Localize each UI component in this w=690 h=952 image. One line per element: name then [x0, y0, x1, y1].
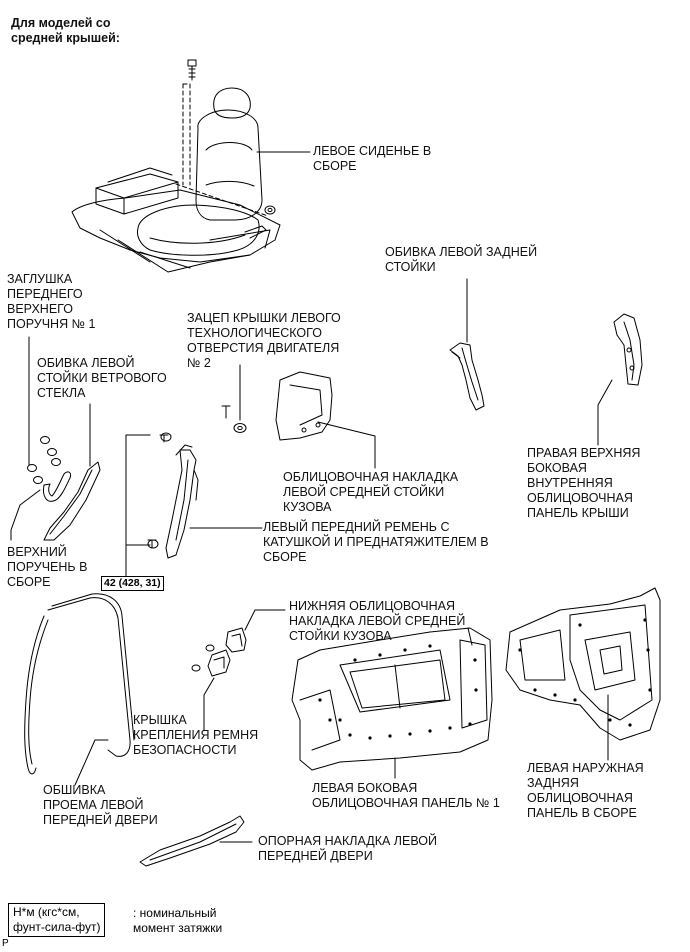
label-belt-cover: КРЫШКА КРЕПЛЕНИЯ РЕМНЯ БЕЗОПАСНОСТИ [133, 713, 259, 757]
leader-center-pillar-upper [317, 421, 376, 469]
torque-bracket [125, 434, 151, 578]
legend-unit-box: Н*м (кгс*см, фунт-сила-фут) [8, 903, 106, 937]
leader-door-weatherstrip [74, 739, 109, 786]
label-seat: ЛЕВОЕ СИДЕНЬЕ В СБОРЕ [313, 144, 432, 173]
label-rear-outer-panel: ЛЕВАЯ НАРУЖНАЯ ЗАДНЯЯ ОБЛИЦОВОЧНАЯ ПАНЕЛ… [527, 761, 644, 820]
label-grip-plug: ЗАГЛУШКА ПЕРЕДНЕГО ВЕРХНЕГО ПОРУЧНЯ № 1 [7, 272, 96, 331]
leader-center-pillar-lower [244, 609, 286, 631]
leader-belt-cover [203, 677, 215, 731]
label-center-pillar-upper: ОБЛИЦОВОЧНАЯ НАКЛАДКА ЛЕВОЙ СРЕДНЕЙ СТОЙ… [283, 470, 459, 514]
engine-hook-drawing [221, 405, 247, 433]
label-windshield-pillar: ОБИВКА ЛЕВОЙ СТОЙКИ ВЕТРОВОГО СТЕКЛА [37, 356, 167, 400]
page-title: Для моделей со средней крышей: [11, 16, 120, 45]
label-side-panel-1: ЛЕВАЯ БОКОВАЯ ОБЛИЦОВОЧНАЯ ПАНЕЛЬ № 1 [312, 781, 500, 810]
side-panel-1-drawing [291, 627, 493, 771]
legend-description: : номинальный момент затяжки [133, 906, 223, 935]
label-center-pillar-lower: НИЖНЯЯ ОБЛИЦОВОЧНАЯ НАКЛАДКА ЛЕВОЙ СРЕДН… [289, 599, 466, 643]
label-assist-grip: ВЕРХНИЙ ПОРУЧЕНЬ В СБОРЕ [7, 545, 88, 589]
rear-outer-panel-drawing [505, 587, 661, 741]
seat-belt-drawing [147, 432, 199, 559]
windshield-pillar-trim-drawing [43, 461, 101, 541]
assist-grip-drawing [43, 471, 71, 502]
door-weatherstrip-drawing [24, 593, 135, 775]
label-right-roof-panel: ПРАВАЯ ВЕРХНЯЯ БОКОВАЯ ВНУТРЕННЯЯ ОБЛИЦО… [527, 446, 641, 520]
label-scuff-plate: ОПОРНАЯ НАКЛАДКА ЛЕВОЙ ПЕРЕДНЕЙ ДВЕРИ [258, 834, 437, 863]
scuff-plate-drawing [139, 815, 245, 867]
seat-bolt-top [187, 59, 197, 81]
footer-mark: P [2, 938, 9, 949]
label-engine-hook: ЗАЦЕП КРЫШКИ ЛЕВОГО ТЕХНОЛОГИЧЕСКОГО ОТВ… [187, 311, 341, 370]
right-roof-panel-drawing [613, 313, 643, 386]
label-rear-pillar-trim: ОБИВКА ЛЕВОЙ ЗАДНЕЙ СТОЙКИ [385, 245, 538, 274]
label-seat-belt: ЛЕВЫЙ ПЕРЕДНИЙ РЕМЕНЬ С КАТУШКОЙ И ПРЕДН… [263, 520, 489, 564]
leader-assist-grip [10, 489, 41, 541]
seat-assembly-drawing [71, 59, 281, 273]
belt-cover-drawing [191, 644, 231, 677]
center-pillar-lower-drawing [225, 627, 247, 653]
torque-value-box: 42 (428, 31) [101, 576, 164, 591]
leader-roof-panel [597, 379, 613, 446]
rear-pillar-trim-drawing [449, 342, 485, 411]
label-door-weatherstrip: ОБШИВКА ПРОЕМА ЛЕВОЙ ПЕРЕДНЕЙ ДВЕРИ [43, 783, 158, 827]
grip-plugs-drawing [27, 436, 61, 484]
center-pillar-upper-drawing [275, 371, 333, 441]
